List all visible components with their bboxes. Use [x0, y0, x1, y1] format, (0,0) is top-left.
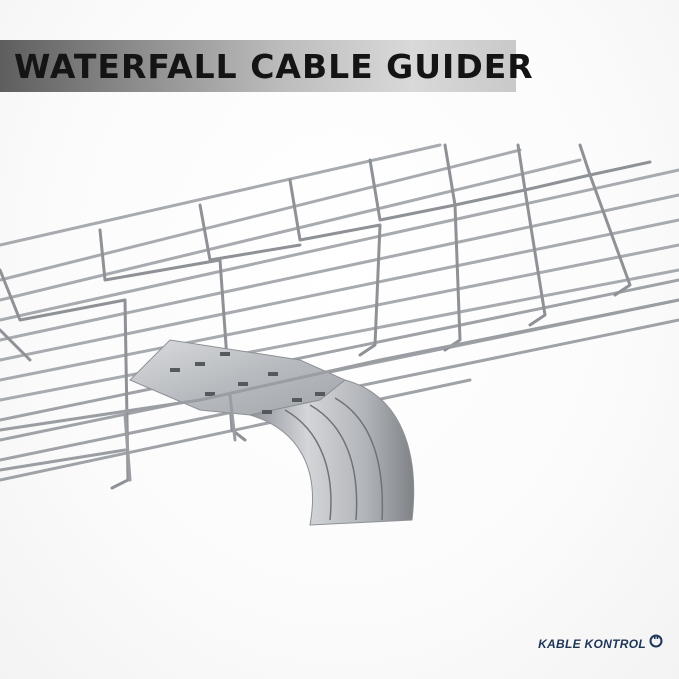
brand-name: KABLE KONTROL [538, 636, 646, 651]
brand-logo: KABLE KONTROL [538, 634, 663, 653]
tray-far-wires [0, 143, 679, 402]
waterfall-guider [129, 339, 415, 526]
tray-cross-wires [0, 143, 652, 490]
plug-icon [649, 634, 663, 653]
product-title: WATERFALL CABLE GUIDER [14, 46, 534, 86]
tray-front-wires [0, 298, 679, 482]
title-banner: WATERFALL CABLE GUIDER [0, 40, 533, 92]
wire-cable-tray-illustration [0, 143, 679, 526]
